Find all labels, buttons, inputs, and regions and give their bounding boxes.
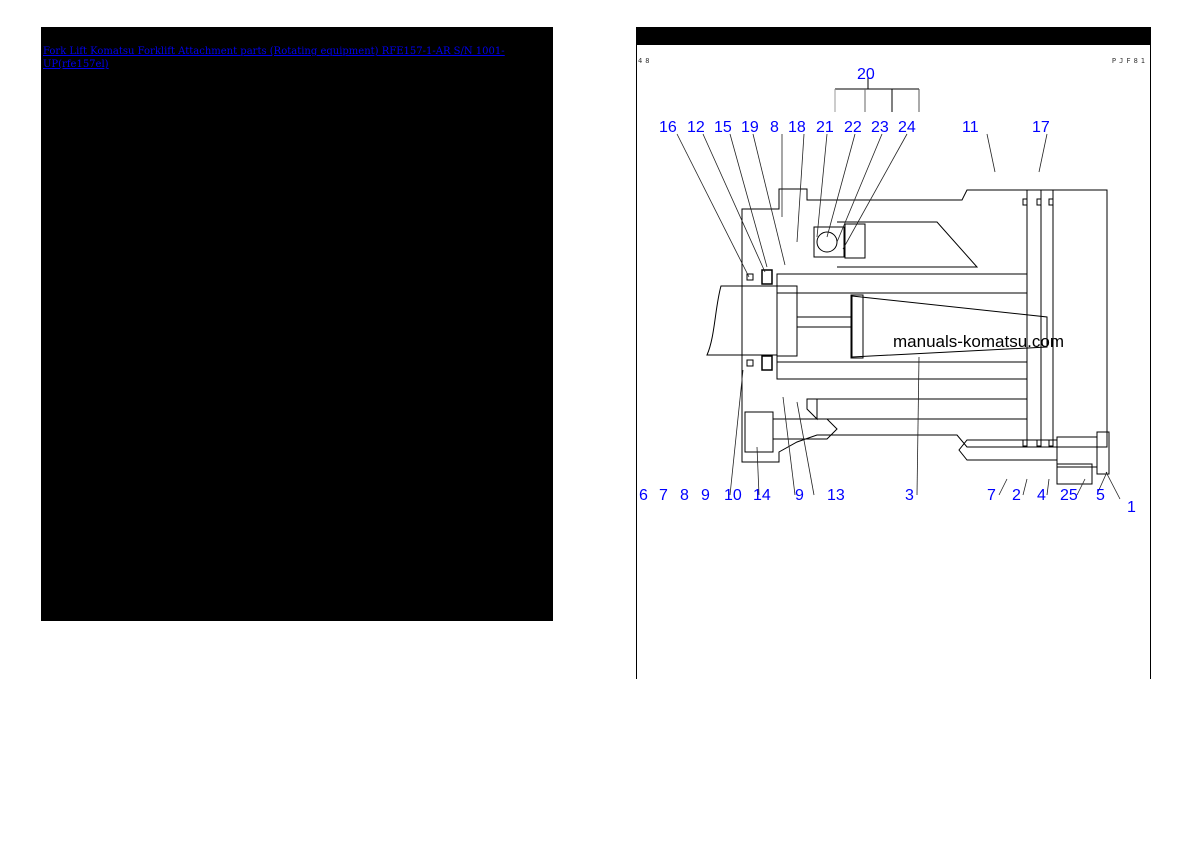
svg-text:2: 2 bbox=[1012, 487, 1021, 504]
svg-text:24: 24 bbox=[898, 119, 916, 136]
svg-text:22: 22 bbox=[844, 119, 862, 136]
svg-text:25: 25 bbox=[1060, 487, 1078, 504]
link-fork-lift-komatsu[interactable]: Fork Lift Komatsu bbox=[43, 46, 135, 57]
svg-text:9: 9 bbox=[795, 487, 804, 504]
link-forklift-attachment-parts[interactable]: Forklift Attachment parts (Rotating equi… bbox=[137, 46, 379, 57]
svg-text:13: 13 bbox=[827, 487, 845, 504]
diagram-ref-right: PJF81 bbox=[1111, 57, 1148, 65]
svg-text:7: 7 bbox=[659, 487, 668, 504]
svg-text:23: 23 bbox=[871, 119, 889, 136]
watermark: manuals-komatsu.com bbox=[893, 332, 1064, 351]
svg-text:6: 6 bbox=[639, 487, 648, 504]
svg-text:8: 8 bbox=[680, 487, 689, 504]
link-rfe157-model[interactable]: RFE157-1-AR S/N 1001-UP(rfe157el) bbox=[43, 46, 505, 70]
svg-text:18: 18 bbox=[788, 119, 806, 136]
callout-20: 20 bbox=[857, 66, 875, 83]
svg-text:17: 17 bbox=[1032, 119, 1050, 136]
svg-text:21: 21 bbox=[816, 119, 834, 136]
svg-text:16: 16 bbox=[659, 119, 677, 136]
left-panel: Fork Lift Komatsu Forklift Attachment pa… bbox=[41, 27, 553, 621]
parts-diagram-panel: 48 PJF81 bbox=[636, 27, 1151, 679]
svg-text:8: 8 bbox=[770, 119, 779, 136]
svg-text:19: 19 bbox=[741, 119, 759, 136]
svg-text:15: 15 bbox=[714, 119, 732, 136]
svg-text:10: 10 bbox=[724, 487, 742, 504]
svg-text:14: 14 bbox=[753, 487, 771, 504]
svg-text:12: 12 bbox=[687, 119, 705, 136]
svg-text:3: 3 bbox=[905, 487, 914, 504]
svg-text:9: 9 bbox=[701, 487, 710, 504]
breadcrumb: Fork Lift Komatsu Forklift Attachment pa… bbox=[43, 45, 513, 71]
exploded-parts-drawing: 20 16 12 15 19 8 18 21 22 23 24 11 17 6 … bbox=[639, 66, 1136, 516]
svg-text:4: 4 bbox=[1037, 487, 1046, 504]
svg-text:11: 11 bbox=[962, 119, 979, 136]
svg-text:7: 7 bbox=[987, 487, 996, 504]
svg-text:5: 5 bbox=[1096, 487, 1105, 504]
diagram-ref-left: 48 bbox=[638, 57, 653, 65]
svg-text:1: 1 bbox=[1127, 499, 1136, 516]
diagram-header-bar bbox=[637, 27, 1150, 45]
